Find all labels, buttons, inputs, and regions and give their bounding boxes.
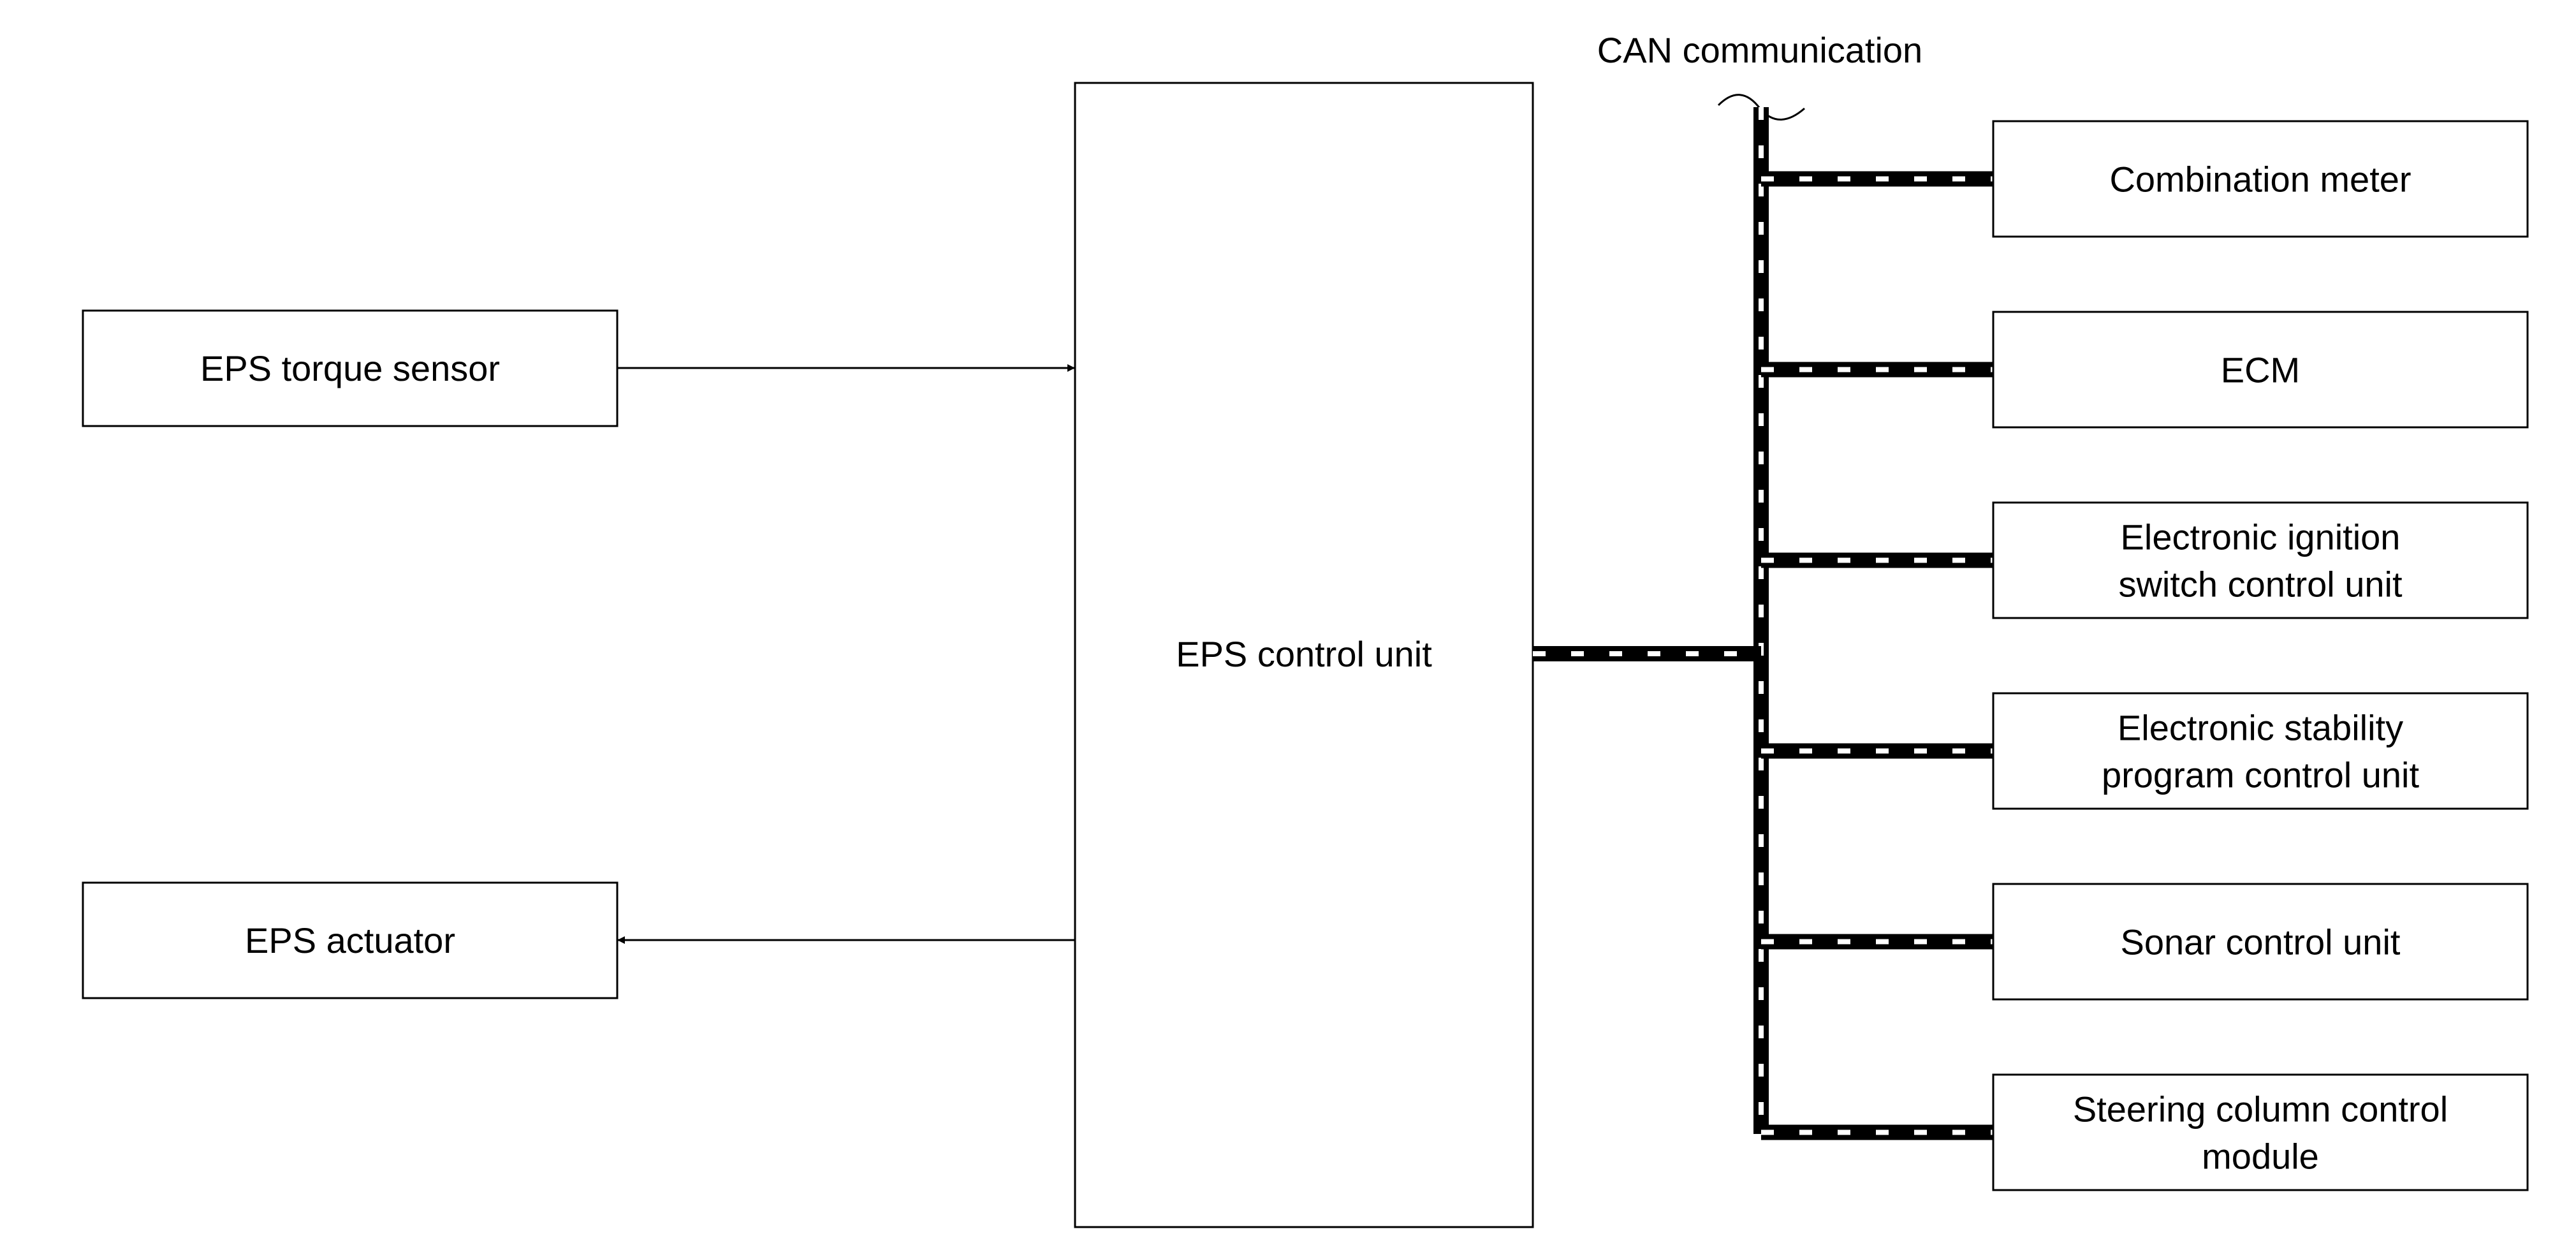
can-node-combination-meter: Combination meter [1992,120,2529,238]
can-node-label: Steering column control [2073,1089,2448,1129]
can-node-steering-column-control-module: Steering column control module [1992,1073,2529,1191]
eps-actuator-label: EPS actuator [245,920,455,960]
can-node-label: Sonar control unit [2121,922,2401,962]
can-node-sonar-control-unit: Sonar control unit [1992,883,2529,1001]
can-node-ecm: ECM [1992,311,2529,429]
can-bus-label: CAN communication [1597,30,1922,70]
can-node-label: module [2202,1137,2319,1177]
can-node-label: program control unit [2102,755,2419,795]
eps-torque-sensor-label: EPS torque sensor [200,348,500,388]
can-node-electronic-stability-program-control-unit: Electronic stability program control unit [1992,692,2529,810]
eps-actuator-box: EPS actuator [82,881,618,999]
can-node-label: Electronic stability [2118,708,2403,748]
can-node-electronic-ignition-switch-control-unit: Electronic ignition switch control unit [1992,501,2529,619]
eps-control-unit-label: EPS control unit [1176,634,1432,674]
can-node-label: switch control unit [2118,564,2403,605]
can-node-label: ECM [2221,350,2300,390]
can-node-label: Electronic ignition [2121,517,2401,557]
eps-control-unit-box: EPS control unit [1074,82,1534,1228]
can-node-label: Combination meter [2109,159,2411,200]
eps-torque-sensor-box: EPS torque sensor [82,309,618,427]
